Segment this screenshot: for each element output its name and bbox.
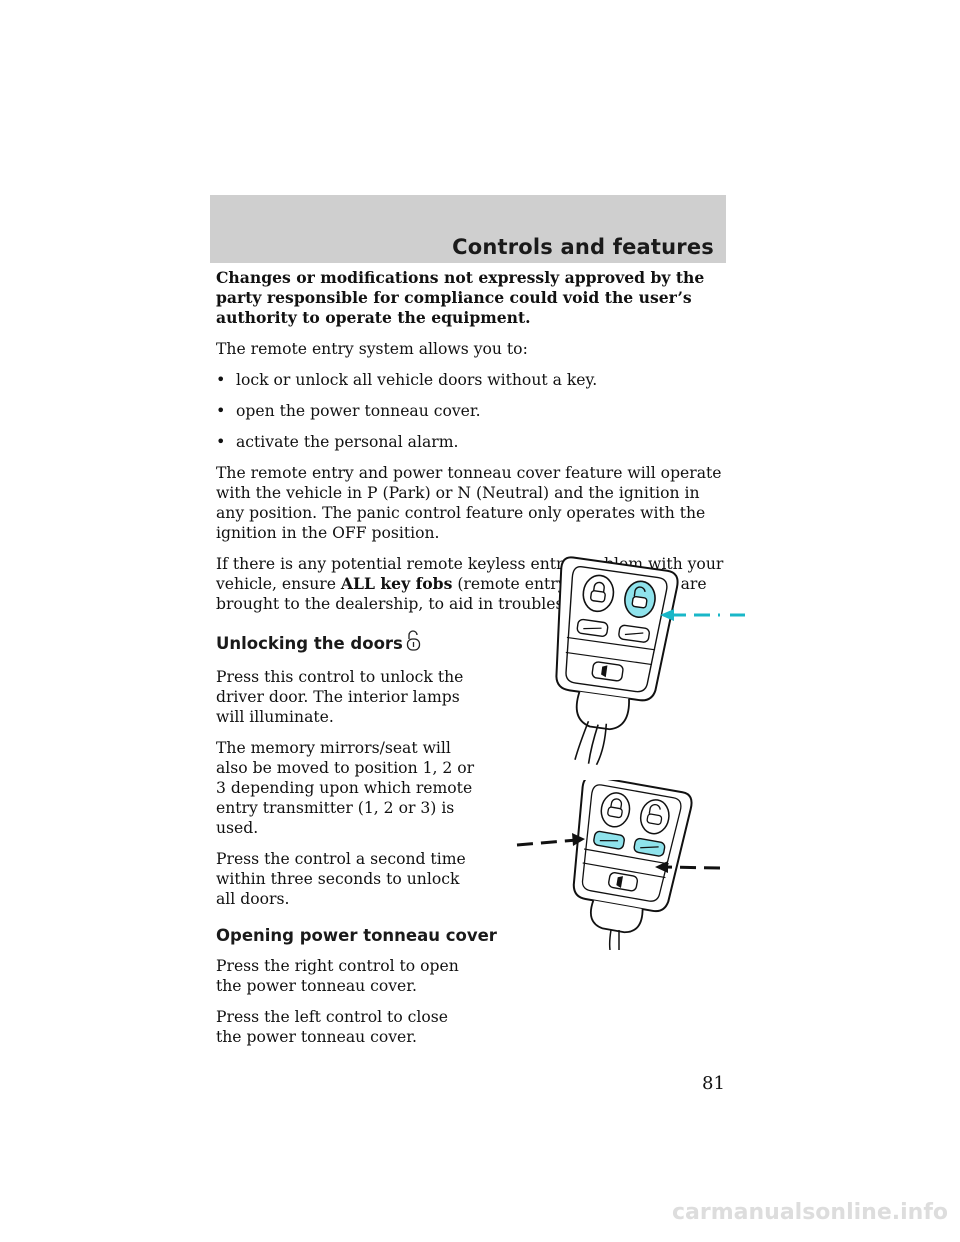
unlock-para-1: Press this control to unlock the driver … xyxy=(216,668,464,726)
header-band: Controls and features xyxy=(210,195,726,263)
bullet-text: open the power tonneau cover. xyxy=(236,402,481,420)
footer-watermark: carmanualsonline.info xyxy=(672,1200,948,1225)
tonneau-para-1: Press the right control to open the powe… xyxy=(216,957,459,995)
tonneau-para-2: Press the left control to close the powe… xyxy=(216,1008,449,1046)
bullet-item: • activate the personal alarm. xyxy=(216,432,728,452)
unlock-icon xyxy=(406,630,422,658)
page-content: Changes or modifications not expressly a… xyxy=(216,268,728,1058)
key-fob-unlock-illustration xyxy=(555,556,745,766)
operation-paragraph: The remote entry and power tonneau cover… xyxy=(216,464,722,542)
bullet-item: • lock or unlock all vehicle doors withou… xyxy=(216,370,728,390)
warning-text: Changes or modifications not expressly a… xyxy=(216,268,705,327)
intro-text: The remote entry system allows you to: xyxy=(216,340,528,358)
bullet-text: lock or unlock all vehicle doors without… xyxy=(236,371,598,389)
bold-key-fobs: ALL key fobs xyxy=(340,574,453,593)
bullet-dot: • xyxy=(216,401,226,420)
bullet-text: activate the personal alarm. xyxy=(236,433,459,451)
bullet-dot: • xyxy=(216,432,226,451)
unlock-para-3: Press the control a second time within t… xyxy=(216,850,466,908)
page-number: 81 xyxy=(702,1073,725,1094)
unlock-para-2: The memory mirrors/seat will also be mov… xyxy=(216,739,475,837)
bullet-dot: • xyxy=(216,370,226,389)
heading-tonneau-cover: Opening power tonneau cover xyxy=(216,926,497,945)
bullet-item: • open the power tonneau cover. xyxy=(216,401,728,421)
section-title: Controls and features xyxy=(452,235,714,259)
heading-unlocking-doors: Unlocking the doors xyxy=(216,630,728,658)
key-fob-tonneau-illustration xyxy=(516,780,720,950)
